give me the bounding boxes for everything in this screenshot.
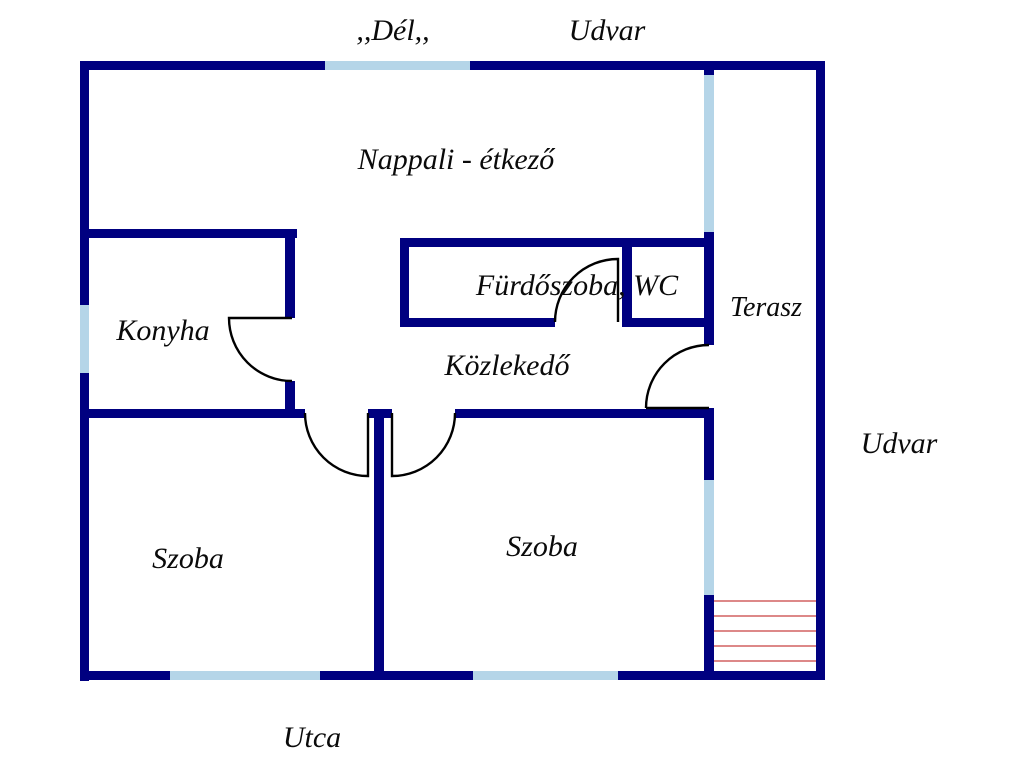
window-nappali-terasz xyxy=(704,75,714,232)
window-konyha-west xyxy=(80,305,89,373)
window-szoba-right-street xyxy=(473,671,618,680)
door-arc-terasz xyxy=(644,343,710,410)
wall-bottom-left-segment xyxy=(80,671,170,680)
window-nappali-south xyxy=(325,61,470,70)
label-room-szoba-right: Szoba xyxy=(506,530,578,563)
label-room-szoba-left: Szoba xyxy=(152,542,224,575)
wall-house-right-bottom-segment xyxy=(704,595,714,680)
window-szoba-left-street xyxy=(170,671,320,680)
label-udvar-top: Udvar xyxy=(568,14,646,47)
window-szoba-right-court xyxy=(704,480,714,595)
wall-szoba-divider xyxy=(374,409,384,680)
wall-house-right-top-stub xyxy=(704,61,714,75)
label-room-terasz: Terasz xyxy=(729,292,803,323)
wall-konyha-right-upper xyxy=(285,229,295,318)
door-arc-szoba-left xyxy=(303,412,370,478)
label-room-konyha: Konyha xyxy=(116,314,210,347)
wall-top-left-segment xyxy=(80,61,325,70)
wall-bathroom-top xyxy=(400,238,714,247)
windows xyxy=(80,61,714,680)
wall-bathroom-left xyxy=(400,238,409,327)
wall-bottom-middle-segment xyxy=(320,671,473,680)
wall-wc-divider xyxy=(622,238,632,327)
walls xyxy=(80,61,825,681)
wall-bathroom-bottom-right xyxy=(622,318,714,327)
stairs-terasz xyxy=(714,600,816,662)
label-udvar-right: Udvar xyxy=(860,427,938,460)
wall-outer-right xyxy=(816,61,825,680)
wall-house-right-mid-segment xyxy=(704,232,714,345)
door-arc-furdoszoba xyxy=(553,257,620,323)
wall-nappali-konyha xyxy=(80,229,297,238)
label-orientation-del: ,,Dél,, xyxy=(356,14,430,47)
wall-corridor-bottom-left xyxy=(80,409,305,418)
wall-konyha-right-lower xyxy=(285,381,295,418)
wall-left-lower-segment xyxy=(80,373,89,681)
wall-bathroom-bottom-left xyxy=(400,318,555,327)
label-room-kozlekedo: Közlekedő xyxy=(444,349,570,382)
wall-top-right-segment xyxy=(470,61,825,70)
label-utca: Utca xyxy=(282,721,342,754)
wall-corridor-bottom-right xyxy=(455,409,714,418)
label-room-furdoszoba: Fürdőszoba, WC xyxy=(475,269,679,302)
door-arc-szoba-right xyxy=(390,412,457,478)
wall-bottom-right-segment xyxy=(618,671,825,680)
label-room-nappali: Nappali - étkező xyxy=(357,143,555,176)
doors xyxy=(227,257,710,478)
wall-left-upper-segment xyxy=(80,61,89,305)
door-arc-konyha xyxy=(227,316,293,383)
wall-house-right-below-door xyxy=(704,408,714,480)
